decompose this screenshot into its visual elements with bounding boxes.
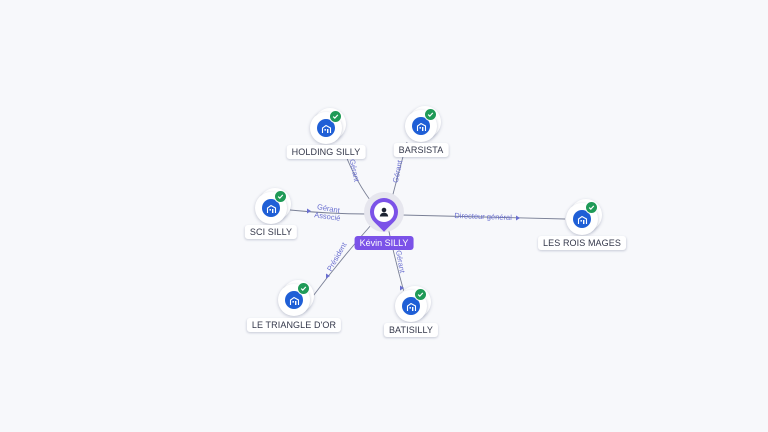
- company-name-label[interactable]: LES ROIS MAGES: [538, 236, 626, 250]
- verified-check-icon: [297, 282, 310, 295]
- company-node-card[interactable]: [395, 288, 427, 322]
- relation-edge-rois: [401, 214, 566, 220]
- edge-arrow-icon: [326, 273, 330, 279]
- company-node-card[interactable]: [310, 110, 342, 144]
- company-node-card[interactable]: [255, 190, 287, 224]
- company-building-icon: [262, 199, 280, 217]
- verified-check-icon: [274, 190, 287, 203]
- relation-role-label: Associé: [314, 210, 341, 223]
- relation-role-label: Gérant: [394, 249, 407, 274]
- company-node-stack[interactable]: [278, 280, 314, 316]
- relation-role-label: Président: [325, 240, 349, 273]
- company-name-label[interactable]: HOLDING SILLY: [286, 145, 366, 159]
- company-building-icon: [412, 117, 430, 135]
- verified-check-icon: [585, 201, 598, 214]
- company-node-stack[interactable]: [395, 286, 431, 322]
- verified-check-icon: [329, 110, 342, 123]
- company-building-icon: [402, 297, 420, 315]
- person-name-label[interactable]: Kévin SILLY: [354, 236, 414, 250]
- company-node-card[interactable]: [405, 108, 437, 142]
- company-node-stack[interactable]: [405, 106, 441, 142]
- relation-role-label: Directeur général: [454, 211, 512, 222]
- person-icon: [374, 202, 394, 222]
- edge-arrow-icon: [516, 215, 520, 221]
- relation-edge-batisilly: [387, 226, 405, 293]
- relation-role-label: Gérant: [391, 158, 405, 183]
- company-name-label[interactable]: SCI SILLY: [244, 225, 298, 239]
- company-node-card[interactable]: [566, 201, 598, 235]
- company-building-icon: [285, 291, 303, 309]
- company-name-label[interactable]: BATISILLY: [383, 323, 439, 337]
- relation-edge-triangle: [309, 223, 373, 301]
- edge-arrow-icon: [307, 208, 311, 214]
- company-building-icon: [317, 119, 335, 137]
- relation-edge-sci: [289, 209, 368, 215]
- company-node-stack[interactable]: [255, 188, 291, 224]
- company-name-label[interactable]: LE TRIANGLE D'OR: [246, 318, 342, 332]
- relation-role-label: Gérant: [316, 202, 341, 215]
- verified-check-icon: [414, 288, 427, 301]
- company-node-card[interactable]: [278, 282, 310, 316]
- company-name-label[interactable]: BARSISTA: [393, 143, 449, 157]
- company-building-icon: [573, 210, 591, 228]
- verified-check-icon: [424, 108, 437, 121]
- edge-arrow-icon: [400, 285, 404, 291]
- company-node-stack[interactable]: [310, 108, 346, 144]
- company-node-stack[interactable]: [566, 199, 602, 235]
- relation-role-label: Gérant: [348, 158, 362, 183]
